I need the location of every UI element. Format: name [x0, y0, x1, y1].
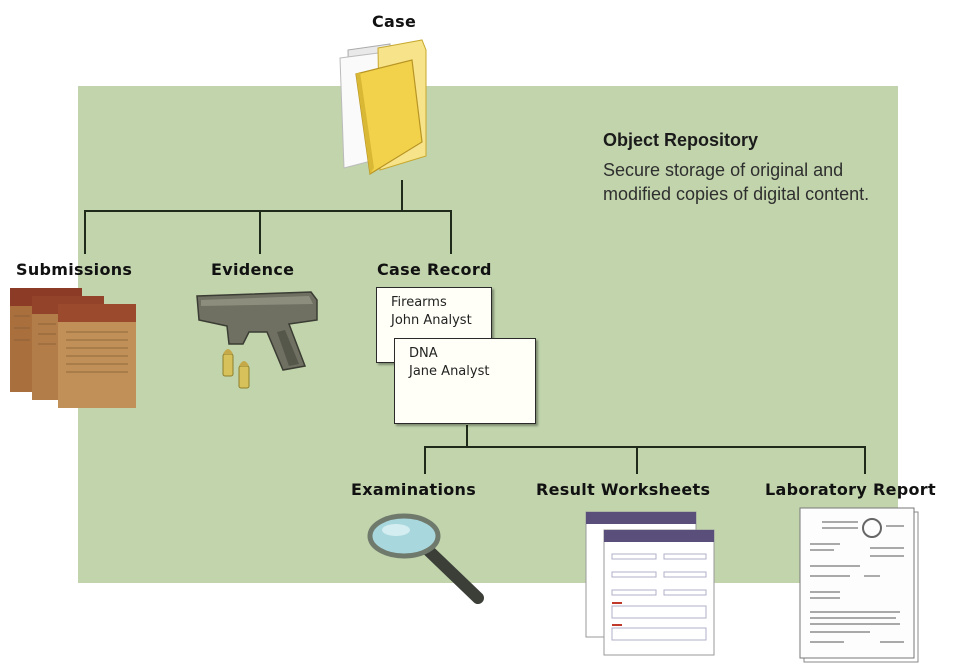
magnifier-icon [367, 513, 484, 604]
connector-evidence [259, 210, 261, 254]
connector-record-stem [466, 425, 468, 447]
worksheet-icon [585, 511, 715, 656]
case-label: Case [372, 12, 417, 31]
result-worksheets-label: Result Worksheets [536, 480, 711, 499]
connector-submissions [84, 210, 86, 254]
connector-case-record [450, 210, 452, 254]
connector-result-worksheets [636, 446, 638, 474]
case-record-card-dna: DNA Jane Analyst [394, 338, 536, 424]
evidence-bags-icon [10, 288, 136, 408]
bullets-icon [222, 349, 250, 389]
case-record-discipline: Firearms [391, 295, 447, 310]
connector-bottom-bar [424, 446, 866, 448]
case-record-analyst: Jane Analyst [409, 364, 490, 379]
submissions-label: Submissions [16, 260, 133, 279]
examinations-label: Examinations [351, 480, 477, 499]
report-icon [799, 507, 919, 663]
folder-icon [339, 39, 427, 175]
case-record-label: Case Record [377, 260, 492, 279]
case-record-analyst: John Analyst [391, 313, 472, 328]
connector-top-bar [84, 210, 452, 212]
case-record-discipline: DNA [409, 346, 438, 361]
laboratory-report-label: Laboratory Report [765, 480, 936, 499]
connector-case-stem [401, 180, 403, 210]
pistol-icon [196, 291, 318, 371]
repository-title: Object Repository [603, 130, 759, 150]
repository-description: Secure storage of original and modified … [603, 160, 870, 204]
connector-laboratory-report [864, 446, 866, 474]
connector-examinations [424, 446, 426, 474]
evidence-label: Evidence [211, 260, 295, 279]
